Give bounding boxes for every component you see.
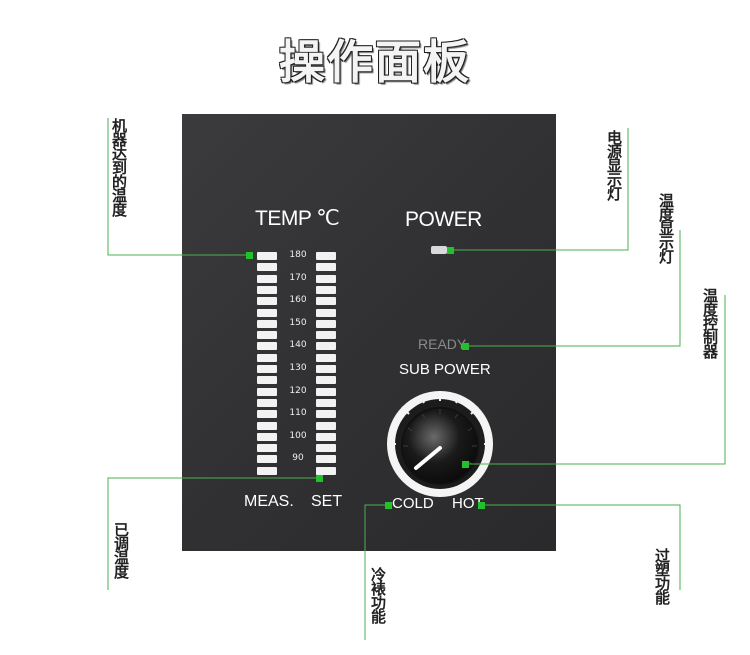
meas-label: MEAS.: [244, 493, 294, 510]
led-segment: [257, 297, 277, 306]
callout-temp-controller: 温度控制器: [701, 288, 719, 358]
scale-tick-label: 140: [289, 340, 307, 351]
temperature-control-knob[interactable]: [386, 390, 494, 498]
led-segment: [257, 365, 277, 373]
led-segment: [257, 444, 277, 453]
led-segment: [257, 410, 277, 419]
led-segment: [316, 297, 336, 306]
scale-tick-label: 120: [289, 385, 307, 396]
set-label: SET: [311, 493, 343, 510]
led-segment: [316, 285, 336, 294]
led-segment: [257, 342, 277, 351]
led-segment: [316, 353, 336, 362]
callout-dot-knob: [462, 461, 469, 468]
scale-tick-label: 150: [289, 317, 307, 328]
led-segment: [257, 466, 277, 475]
temp-label: TEMP ℃: [255, 207, 340, 230]
led-segment: [316, 342, 336, 351]
callout-set-temp: 已调温度: [112, 522, 130, 578]
scale-tick-label: 170: [289, 272, 307, 283]
scale-tick-label: 180: [289, 250, 307, 260]
power-label: POWER: [405, 208, 482, 231]
callout-dot-power: [447, 247, 454, 254]
led-segment: [316, 466, 336, 475]
led-segment: [316, 319, 336, 328]
callout-dot-meas: [246, 252, 253, 259]
led-segment: [257, 252, 277, 260]
scale-tick-label: 160: [289, 295, 307, 306]
led-segment: [257, 263, 277, 272]
led-segment: [316, 410, 336, 419]
power-indicator-light: [431, 246, 447, 254]
led-segment: [316, 308, 336, 317]
led-segment: [316, 376, 336, 385]
scale-tick-label: 90: [292, 453, 304, 464]
led-segment: [316, 421, 336, 430]
led-segment: [257, 421, 277, 430]
callout-power-indicator: 电源显示灯: [605, 130, 623, 200]
scale-tick-label: 130: [289, 363, 307, 373]
callout-dot-set: [316, 475, 323, 482]
led-segment: [316, 252, 336, 260]
sub-power-label: SUB POWER: [399, 361, 491, 378]
cold-label: COLD: [392, 495, 434, 512]
led-segment: [257, 285, 277, 294]
led-segment: [257, 376, 277, 385]
scale-tick-label: 110: [289, 408, 307, 419]
callout-dot-ready: [462, 343, 469, 350]
led-segment: [257, 331, 277, 340]
page-title: 操作面板: [279, 35, 471, 89]
callout-machine-temp: 机器达到的温度: [110, 118, 128, 216]
led-segment: [316, 331, 336, 340]
led-segment: [316, 387, 336, 396]
led-segment: [257, 432, 277, 441]
callout-temp-indicator: 温度显示灯: [657, 193, 675, 263]
scale-tick-label: 100: [289, 430, 307, 441]
led-segment: [257, 387, 277, 396]
callout-dot-cold: [385, 502, 392, 509]
callout-cold-laminate: 冷裱功能: [369, 567, 387, 623]
callout-dot-hot: [478, 502, 485, 509]
callout-hot-laminate: 过塑功能: [653, 548, 671, 604]
led-segment: [257, 455, 277, 464]
ready-indicator: READY: [418, 336, 467, 352]
led-segment: [316, 274, 336, 283]
led-segment: [316, 432, 336, 441]
led-segment: [257, 319, 277, 328]
led-segment: [257, 398, 277, 407]
led-segment: [316, 263, 336, 272]
led-segment: [257, 308, 277, 317]
knob-dial-icon: [387, 391, 493, 497]
hot-label: HOT: [452, 495, 484, 512]
led-segment: [316, 455, 336, 464]
led-segment: [257, 353, 277, 362]
led-segment: [316, 398, 336, 407]
led-segment: [316, 365, 336, 373]
led-segment: [257, 274, 277, 283]
led-segment: [316, 444, 336, 453]
